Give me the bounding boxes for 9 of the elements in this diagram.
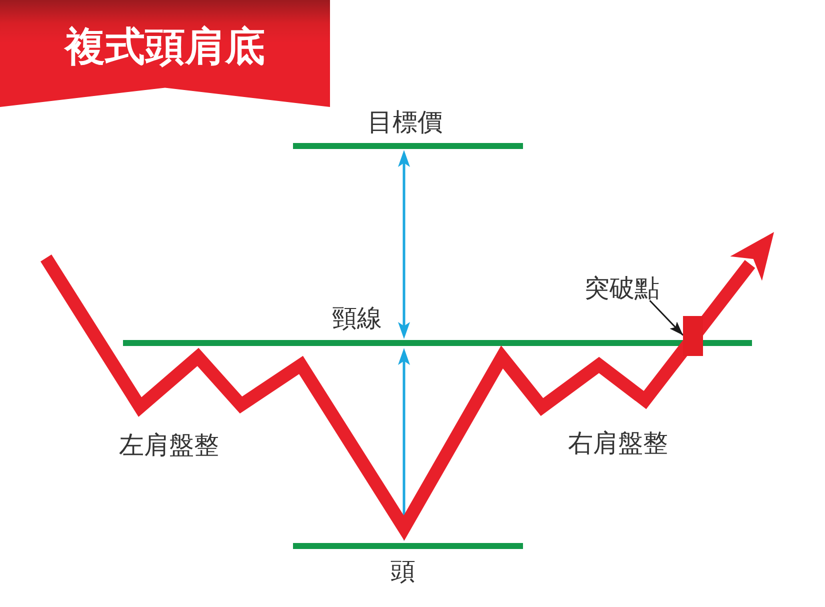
shoulder-label: 左肩盤整 [119, 432, 219, 458]
level-label: 頸線 [332, 306, 382, 330]
level-label: 頭 [390, 558, 416, 584]
leader-arrow [649, 300, 684, 336]
title-banner: 複式頭肩底 [0, 0, 330, 107]
square-marker [683, 316, 703, 356]
shoulder-label: 右肩盤整 [568, 430, 668, 456]
annotation-label: 突破點 [584, 276, 660, 300]
level-label: 目標價 [368, 110, 442, 134]
